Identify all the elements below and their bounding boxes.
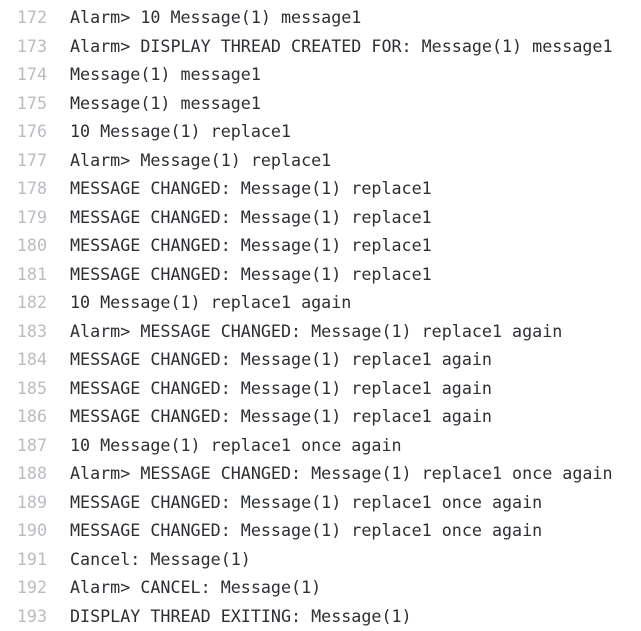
log-line-text: MESSAGE CHANGED: Message(1) replace1 aga… [70, 377, 492, 398]
log-line[interactable]: 190 MESSAGE CHANGED: Message(1) replace1 … [0, 516, 641, 545]
log-line[interactable]: 173 Alarm> DISPLAY THREAD CREATED FOR: Me… [0, 32, 641, 61]
line-number: 186 [16, 406, 47, 426]
log-line[interactable]: 174 Message(1) message1 [0, 60, 641, 89]
line-number: 180 [16, 235, 47, 255]
log-line[interactable]: 172 Alarm> 10 Message(1) message1 [0, 3, 641, 32]
log-line[interactable]: 188 Alarm> MESSAGE CHANGED: Message(1) re… [0, 459, 641, 488]
log-line[interactable]: 183 Alarm> MESSAGE CHANGED: Message(1) re… [0, 317, 641, 346]
line-number: 182 [16, 292, 47, 312]
line-number: 178 [16, 178, 47, 198]
log-line[interactable]: 177 Alarm> Message(1) replace1 [0, 146, 641, 175]
log-line-text: DISPLAY THREAD EXITING: Message(1) [70, 605, 412, 626]
log-line-text: Alarm> MESSAGE CHANGED: Message(1) repla… [70, 320, 563, 341]
line-number: 193 [16, 605, 47, 626]
line-number: 187 [16, 434, 47, 455]
log-line[interactable]: 192 Alarm> CANCEL: Message(1) [0, 573, 641, 602]
log-line[interactable]: 187 10 Message(1) replace1 once again [0, 431, 641, 460]
line-number: 184 [16, 349, 47, 369]
line-number: 189 [16, 491, 47, 512]
log-line[interactable]: 185 MESSAGE CHANGED: Message(1) replace1 … [0, 374, 641, 403]
log-line[interactable]: 189 MESSAGE CHANGED: Message(1) replace1 … [0, 488, 641, 517]
line-number: 192 [16, 577, 47, 597]
line-number: 173 [16, 35, 47, 56]
log-line-text: Alarm> MESSAGE CHANGED: Message(1) repla… [70, 463, 613, 483]
line-number: 188 [16, 463, 47, 483]
line-number: 174 [16, 64, 47, 84]
log-line[interactable]: 182 10 Message(1) replace1 again [0, 288, 641, 317]
log-line[interactable]: 191 Cancel: Message(1) [0, 545, 641, 574]
log-line[interactable]: 184 MESSAGE CHANGED: Message(1) replace1 … [0, 345, 641, 374]
log-line[interactable]: 176 10 Message(1) replace1 [0, 117, 641, 146]
log-line-text: MESSAGE CHANGED: Message(1) replace1 [70, 235, 432, 255]
line-number: 179 [16, 206, 47, 227]
log-line-text: MESSAGE CHANGED: Message(1) replace1 onc… [70, 520, 543, 540]
log-line-text: MESSAGE CHANGED: Message(1) replace1 [70, 263, 432, 284]
log-line[interactable]: 186 MESSAGE CHANGED: Message(1) replace1 … [0, 402, 641, 431]
line-number: 183 [16, 320, 47, 341]
log-line-text: Alarm> Message(1) replace1 [70, 149, 332, 170]
line-number: 185 [16, 377, 47, 398]
log-line[interactable]: 180 MESSAGE CHANGED: Message(1) replace1 [0, 231, 641, 260]
log-line-text: Message(1) message1 [70, 64, 261, 84]
line-number: 181 [16, 263, 47, 284]
line-number: 176 [16, 121, 47, 141]
log-line-text: 10 Message(1) replace1 once again [70, 434, 402, 455]
line-number: 190 [16, 520, 47, 540]
log-line-text: MESSAGE CHANGED: Message(1) replace1 aga… [70, 406, 492, 426]
log-line[interactable]: 178 MESSAGE CHANGED: Message(1) replace1 [0, 174, 641, 203]
log-line-text: MESSAGE CHANGED: Message(1) replace1 [70, 206, 432, 227]
log-line[interactable]: 181 MESSAGE CHANGED: Message(1) replace1 [0, 260, 641, 289]
line-number: 175 [16, 92, 47, 113]
log-line-text: 10 Message(1) replace1 [70, 121, 292, 141]
log-line[interactable]: 193 DISPLAY THREAD EXITING: Message(1) [0, 602, 641, 631]
log-line[interactable]: 179 MESSAGE CHANGED: Message(1) replace1 [0, 203, 641, 232]
log-line-text: Alarm> CANCEL: Message(1) [70, 577, 322, 597]
log-line-text: Cancel: Message(1) [70, 548, 251, 569]
log-line-text: 10 Message(1) replace1 again [70, 292, 352, 312]
log-line-text: Alarm> 10 Message(1) message1 [70, 7, 362, 27]
line-number: 172 [16, 7, 47, 27]
line-number: 177 [16, 149, 47, 170]
log-line-text: MESSAGE CHANGED: Message(1) replace1 [70, 178, 432, 198]
log-line-text: Alarm> DISPLAY THREAD CREATED FOR: Messa… [70, 35, 613, 56]
log-line-text: MESSAGE CHANGED: Message(1) replace1 onc… [70, 491, 543, 512]
log-line[interactable]: 175 Message(1) message1 [0, 89, 641, 118]
log-line-text: Message(1) message1 [70, 92, 261, 113]
line-number: 191 [16, 548, 47, 569]
log-line-text: MESSAGE CHANGED: Message(1) replace1 aga… [70, 349, 492, 369]
